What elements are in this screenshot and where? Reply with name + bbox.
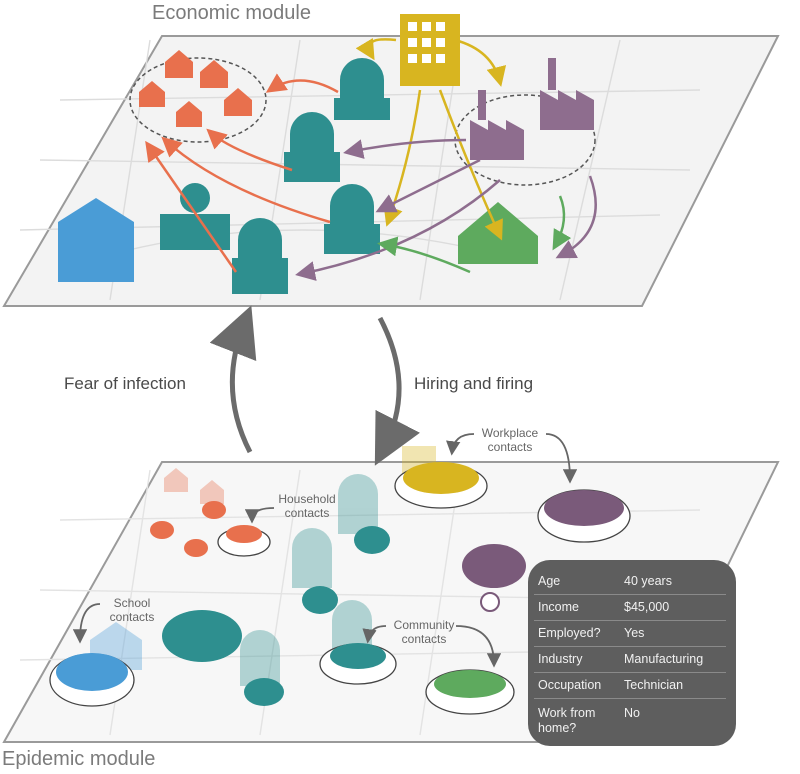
fear-of-infection-arrow xyxy=(209,305,257,454)
card-value: No xyxy=(624,706,640,720)
card-row-employed: Employed? Yes xyxy=(538,626,730,640)
card-divider xyxy=(534,594,726,595)
workplace-group xyxy=(394,462,631,543)
card-divider xyxy=(534,646,726,647)
card-row-income: Income $45,000 xyxy=(538,600,730,614)
government-building xyxy=(400,14,460,86)
hiring-and-firing-label: Hiring and firing xyxy=(414,374,534,393)
card-value: Yes xyxy=(624,626,645,640)
card-key: Occupation xyxy=(538,678,602,692)
household-group xyxy=(150,501,271,557)
card-key: Industry xyxy=(538,652,583,666)
fear-of-infection-label: Fear of infection xyxy=(64,374,186,393)
card-value: 40 years xyxy=(624,574,672,588)
community-contacts-label: Community contacts xyxy=(393,618,455,646)
card-row-occupation: Occupation Technician xyxy=(538,678,730,692)
card-key: Age xyxy=(538,574,561,588)
card-divider xyxy=(534,672,726,673)
card-row-work-from-home: Work from home? No xyxy=(538,706,730,736)
households-cluster xyxy=(129,50,267,143)
card-divider xyxy=(534,620,726,621)
school-contacts-label: School contacts xyxy=(109,596,155,624)
card-key: Work from home? xyxy=(538,706,596,735)
economic-module-title: Economic module xyxy=(152,2,311,24)
card-value: Manufacturing xyxy=(624,652,704,666)
school-group xyxy=(49,653,135,707)
card-row-age: Age 40 years xyxy=(538,574,730,588)
hiring-and-firing-arrow xyxy=(374,316,420,466)
card-divider xyxy=(534,698,726,699)
school-building xyxy=(58,198,134,282)
workplace-contacts-label: Workplace contacts xyxy=(481,426,539,454)
epidemic-module-title: Epidemic module xyxy=(2,748,156,770)
person-attributes-card: Age 40 years Income $45,000 Employed? Ye… xyxy=(528,560,736,746)
community-groups xyxy=(162,526,515,715)
household-contacts-label: Household contacts xyxy=(278,492,336,520)
card-key: Employed? xyxy=(538,626,601,640)
card-value: Technician xyxy=(624,678,684,692)
economic-flows xyxy=(145,37,597,281)
worker-cluster xyxy=(462,544,526,612)
card-row-industry: Industry Manufacturing xyxy=(538,652,730,666)
industry-cluster xyxy=(454,58,596,186)
businesses xyxy=(160,58,390,294)
contact-callout-arrows xyxy=(72,433,578,668)
card-value: $45,000 xyxy=(624,600,670,614)
card-key: Income xyxy=(538,600,579,614)
